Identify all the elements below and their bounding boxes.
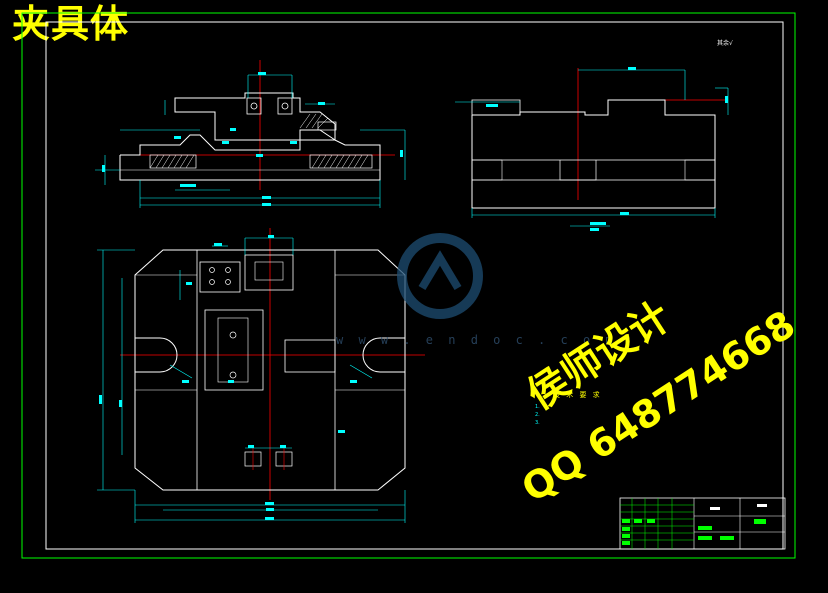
renrendoc-logo-icon	[397, 233, 483, 319]
inner-frame	[45, 21, 784, 550]
tech-requirements-title: 技 术 要 求	[553, 391, 602, 399]
side-view	[455, 67, 729, 231]
tech-requirement-2: 2.	[535, 412, 540, 418]
tech-requirement-1: 1.	[535, 404, 540, 410]
roughness-check-icon: √	[729, 40, 733, 47]
title-block	[619, 497, 786, 550]
tech-requirement-3: 3.	[535, 420, 540, 426]
plan-view	[97, 228, 425, 523]
outer-frame	[21, 12, 796, 559]
drawing-title: 夹具体	[12, 2, 130, 46]
roughness-note: 其余√	[717, 40, 733, 47]
front-view	[95, 60, 406, 208]
watermark-url: w w w . e n d o c . c o m	[336, 333, 617, 347]
